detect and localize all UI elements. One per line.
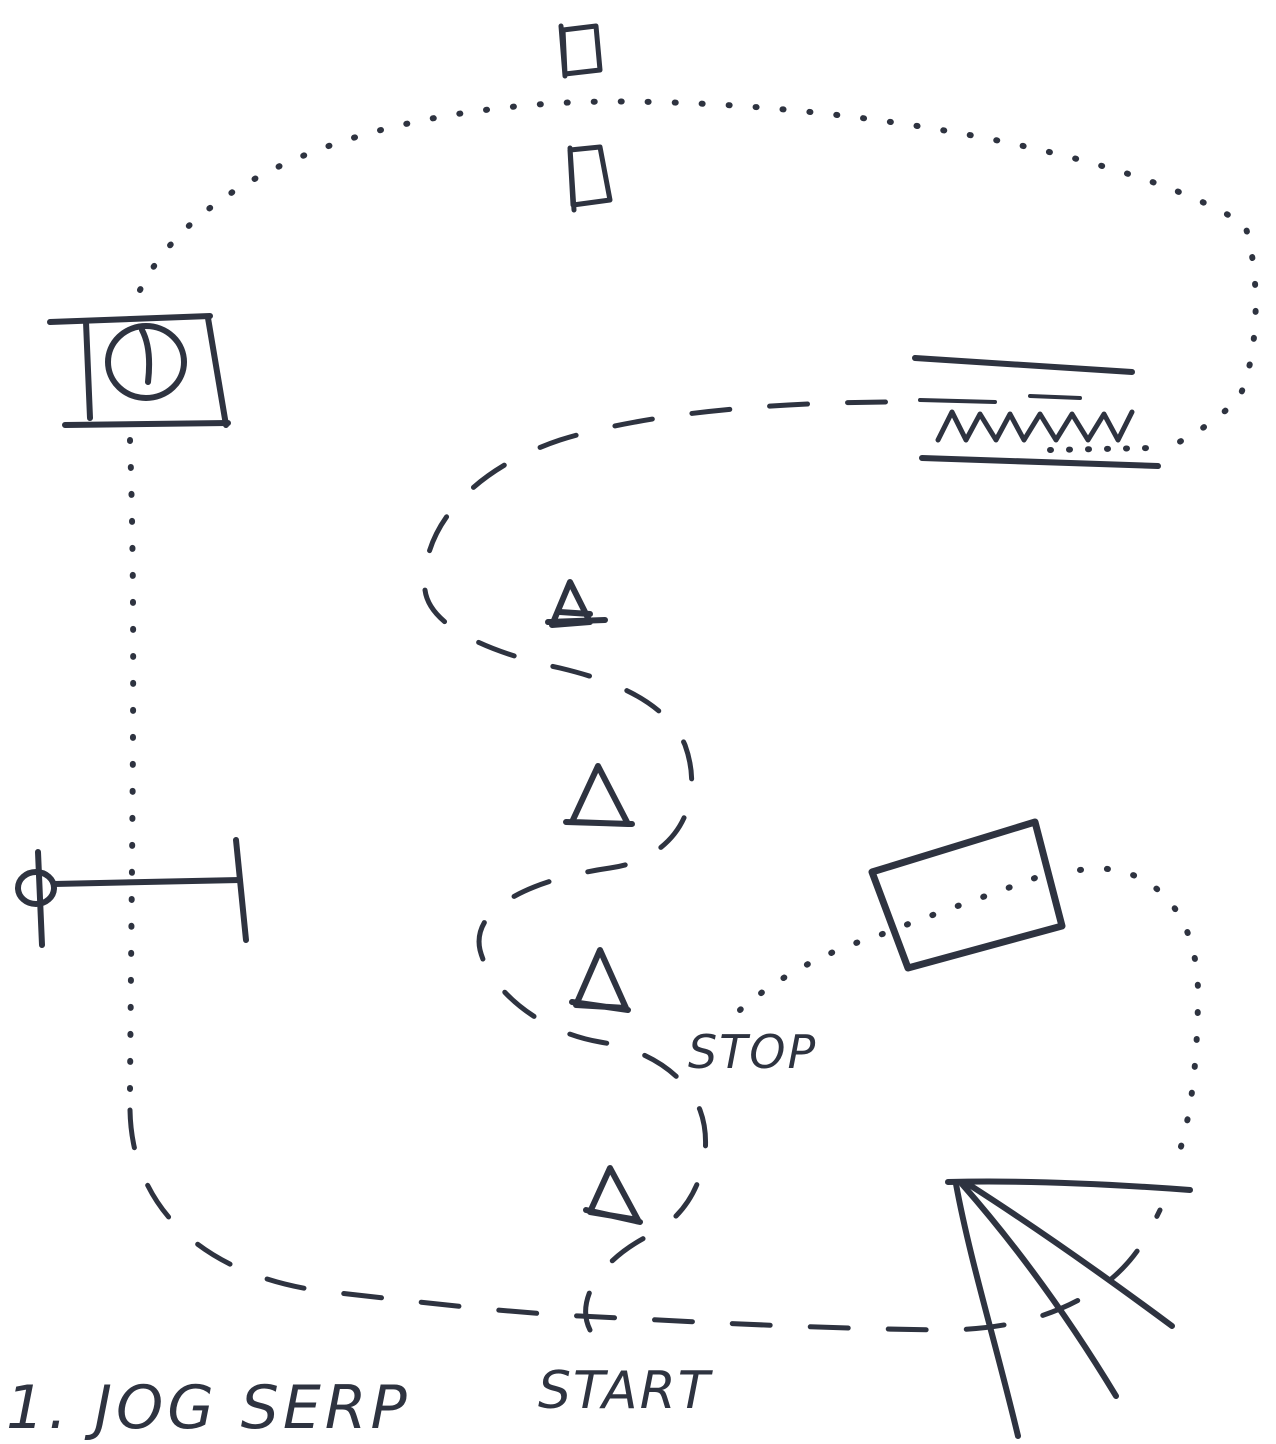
- barrier-gate: [15, 837, 249, 948]
- stopwatch-icon: [105, 323, 187, 401]
- start-label: START: [538, 1361, 714, 1421]
- cone-4: [583, 1165, 643, 1225]
- cone-1: [545, 579, 608, 628]
- cone-3: [569, 947, 631, 1013]
- dotted-route-right-arc: [1077, 865, 1202, 1153]
- bollard-top: [558, 23, 603, 79]
- dotted-route-stop-to-box: [737, 875, 1038, 1013]
- textured-strip: [912, 355, 1161, 469]
- bollard-lower: [567, 144, 613, 213]
- fan-wedge: [945, 1178, 1193, 1439]
- diagram-caption: 1. JOG SERP: [6, 1373, 411, 1443]
- stop-label: STOP: [688, 1025, 817, 1079]
- dashed-route-serpentine: [422, 399, 903, 1333]
- stopwatch-station: [47, 313, 231, 428]
- dashed-route-bottom-loop: [127, 1107, 1163, 1333]
- cone-2: [563, 763, 635, 827]
- box-obstacle: [868, 818, 1066, 972]
- dotted-route-left-vertical: [127, 437, 137, 1093]
- dotted-route-top-arc: [137, 98, 1259, 453]
